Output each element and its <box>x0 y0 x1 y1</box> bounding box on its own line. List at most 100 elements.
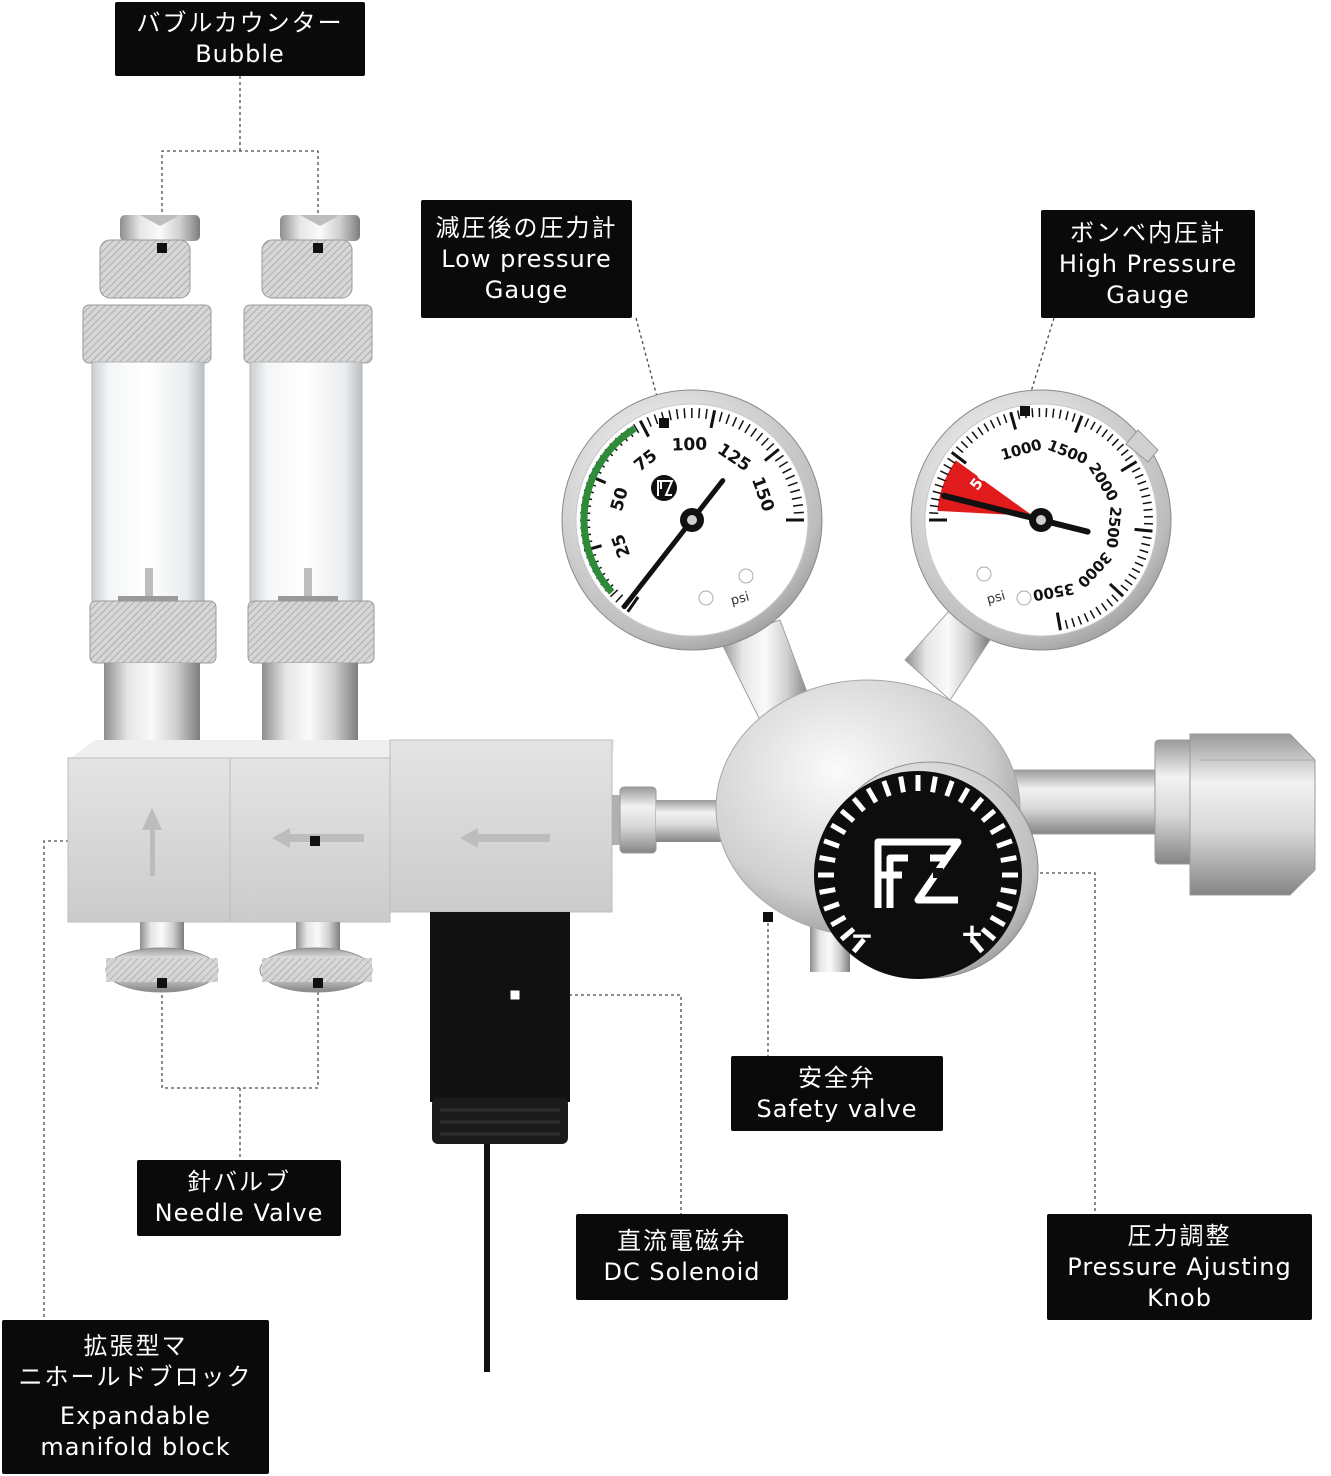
high-gauge-tick <box>1058 409 1062 419</box>
knob-tick <box>839 808 856 823</box>
knob-tick <box>898 776 906 793</box>
high-gauge-tick <box>1090 421 1096 431</box>
bubble-counter-left <box>82 215 217 745</box>
callout-safety-valve: 安全弁 Safety valve <box>731 1056 943 1131</box>
knob-tick <box>989 822 1006 836</box>
anchor-manifold <box>310 836 320 846</box>
high-gauge-tick <box>1111 438 1119 447</box>
low-gauge-tick <box>632 424 640 434</box>
low-gauge-tick <box>609 589 619 598</box>
low-gauge-tick <box>793 511 804 514</box>
low-gauge-tick <box>778 461 789 468</box>
knob-tick <box>823 901 840 912</box>
dc-solenoid <box>430 912 570 1372</box>
high-gauge-tick <box>934 483 944 488</box>
callout-low-pressure-gauge: 減圧後の圧力計 Low pressure Gauge <box>421 200 632 318</box>
high-gauge-tick <box>1031 408 1034 418</box>
high-gauge-needle <box>940 492 1091 535</box>
knob-tick <box>851 796 866 813</box>
high-gauge-tick <box>1134 561 1144 567</box>
knob-tick <box>980 927 997 942</box>
callout-low-gauge-jp: 減圧後の圧力計 <box>435 213 618 242</box>
callout-high-gauge-en1: High Pressure <box>1058 249 1238 278</box>
low-gauge-tick <box>785 474 796 481</box>
low-gauge-tick <box>792 503 804 507</box>
anchor-needle-right <box>313 978 323 988</box>
fz-gauge-logo <box>651 475 677 501</box>
high-gauge-tick <box>1083 613 1089 622</box>
anchor-bubble-right <box>313 243 323 253</box>
callout-manifold-en1: Expandable <box>59 1402 212 1430</box>
knob-tick <box>1000 855 1017 863</box>
high-gauge-tick <box>977 427 984 436</box>
high-gauge-tick <box>1137 480 1147 485</box>
high-gauge-ticks <box>929 408 1153 631</box>
high-gauge-tick <box>1071 618 1076 628</box>
high-gauge-tick <box>932 490 942 495</box>
low-gauge-tick <box>761 437 769 446</box>
callout-dc-solenoid: 直流電磁弁 DC Solenoid <box>576 1214 788 1300</box>
high-gauge-tick <box>1100 602 1108 612</box>
anchor-needle-left <box>157 978 167 988</box>
callout-pressure-knob: 圧力調整 Pressure Ajusting Knob <box>1047 1214 1312 1320</box>
low-gauge-tick <box>668 410 672 421</box>
high-gauge-tick <box>1077 615 1083 625</box>
knob-tick <box>819 887 836 895</box>
low-gauge-tick <box>791 496 802 500</box>
callout-high-gauge-jp: ボンベ内圧計 <box>1070 218 1226 247</box>
low-gauge-tick <box>790 489 801 494</box>
high-gauge-tick <box>930 497 941 501</box>
low-gauge-tick <box>774 454 784 462</box>
manifold-block <box>67 739 615 923</box>
low-gauge-tick <box>765 442 775 451</box>
high-gauge-tick <box>1101 429 1108 438</box>
low-gauge-green-zone <box>580 425 637 595</box>
callout-needle-jp: 針バルブ <box>187 1168 291 1196</box>
anchor-solenoid <box>509 989 521 1001</box>
callout-knob-jp: 圧力調整 <box>1127 1221 1232 1250</box>
low-gauge-tick <box>755 432 764 442</box>
high-gauge-tick <box>1009 411 1017 430</box>
high-gauge-tick <box>1143 508 1153 512</box>
high-gauge-tick <box>1089 610 1096 619</box>
anchor-safety <box>763 912 773 922</box>
high-gauge-tick <box>929 511 939 515</box>
high-gauge-tick <box>1106 433 1114 442</box>
high-gauge-tick <box>1106 598 1114 607</box>
callout-manifold-en2: manifold block <box>40 1433 231 1461</box>
high-gauge-tick <box>1141 542 1151 547</box>
low-gauge-tick <box>718 411 723 422</box>
knob-minus-label: − <box>850 919 873 952</box>
callout-knob-en2: Knob <box>1147 1283 1212 1312</box>
callout-needle-valve: 針バルブ Needle Valve <box>137 1160 341 1236</box>
knob-tick <box>823 838 840 849</box>
high-gauge-tick <box>1139 487 1149 492</box>
low-gauge-needle <box>621 478 726 610</box>
anchor-bubble-left <box>157 243 167 253</box>
low-gauge-tick <box>705 408 708 420</box>
high-gauge-tick <box>1064 619 1069 629</box>
callout-manifold-jp2: ニホールドブロック <box>18 1363 253 1391</box>
knob-tick <box>839 927 856 942</box>
high-gauge-tick <box>1134 527 1153 533</box>
low-gauge-tick <box>725 414 731 425</box>
high-gauge-tick <box>1055 612 1062 631</box>
high-gauge-tick <box>1124 579 1133 586</box>
bubble-leader-branch <box>161 150 319 248</box>
low-gauge-tick <box>709 410 717 429</box>
callout-needle-en: Needle Valve <box>154 1199 324 1227</box>
knob-tick <box>1000 887 1017 895</box>
high-gauge-tick <box>940 470 949 476</box>
callout-safety-jp: 安全弁 <box>798 1063 876 1092</box>
high-gauge-tick <box>1128 573 1137 580</box>
anchor-knob <box>933 868 943 878</box>
high-gauge-tick <box>955 446 964 454</box>
high-gauge-tick <box>950 451 967 465</box>
low-gauge-tick <box>653 414 659 425</box>
callout-bubble-jp: バブルカウンター <box>136 9 344 37</box>
high-gauge-label: 0 <box>959 515 977 525</box>
knob-tick <box>881 780 892 797</box>
high-gauge-tick <box>1052 408 1055 418</box>
callout-safety-en: Safety valve <box>756 1094 918 1123</box>
